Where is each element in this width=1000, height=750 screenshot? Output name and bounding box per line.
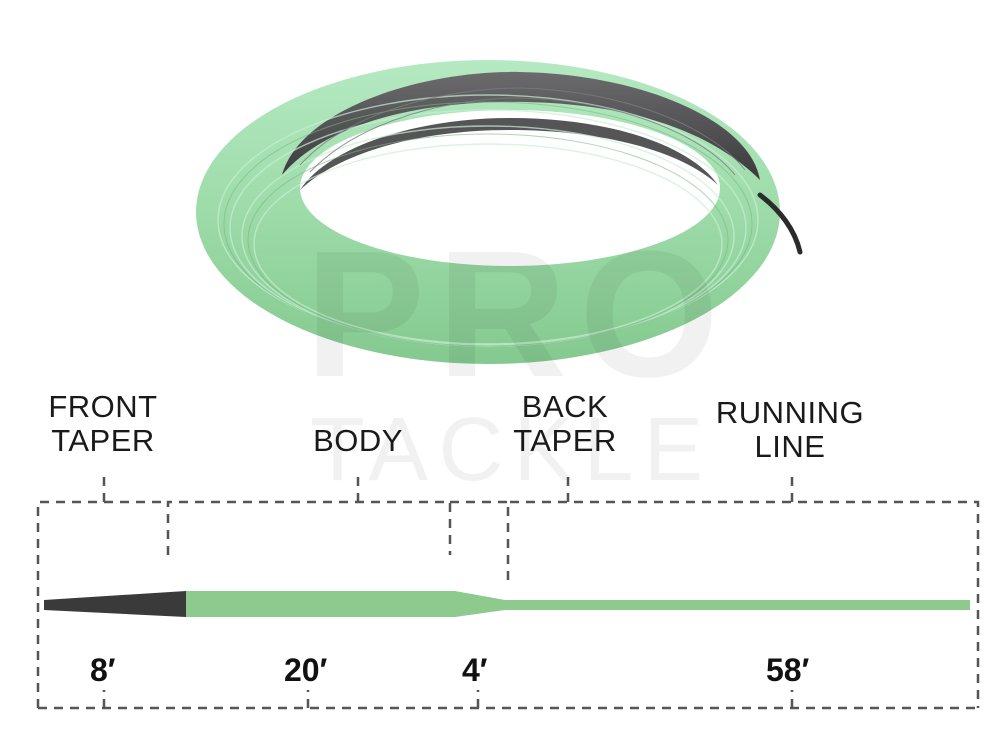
label-back-taper-line2: TAPER <box>513 423 617 458</box>
length-back-taper: 4′ <box>462 652 488 688</box>
label-front-taper-line2: TAPER <box>51 423 155 458</box>
label-front-taper: FRONT TAPER <box>28 390 178 458</box>
front-taper-segment <box>44 591 186 617</box>
label-body: BODY <box>288 424 428 458</box>
label-body-line1: BODY <box>313 423 403 458</box>
length-running-line: 58′ <box>766 652 810 688</box>
label-front-taper-line1: FRONT <box>48 389 158 424</box>
label-back-taper-line1: BACK <box>521 389 609 424</box>
length-front-taper: 8′ <box>90 652 116 688</box>
label-running-line-line1: RUNNING <box>715 395 865 430</box>
label-back-taper: BACK TAPER <box>490 390 640 458</box>
body-segment <box>186 591 505 617</box>
section-brackets <box>36 470 980 710</box>
fly-line-coil-image <box>196 60 803 364</box>
running-line-segment <box>505 600 970 610</box>
label-running-line-line2: LINE <box>754 429 826 464</box>
length-body: 20′ <box>284 652 328 688</box>
label-running-line: RUNNING LINE <box>700 396 880 464</box>
fly-line-profile <box>44 591 970 617</box>
